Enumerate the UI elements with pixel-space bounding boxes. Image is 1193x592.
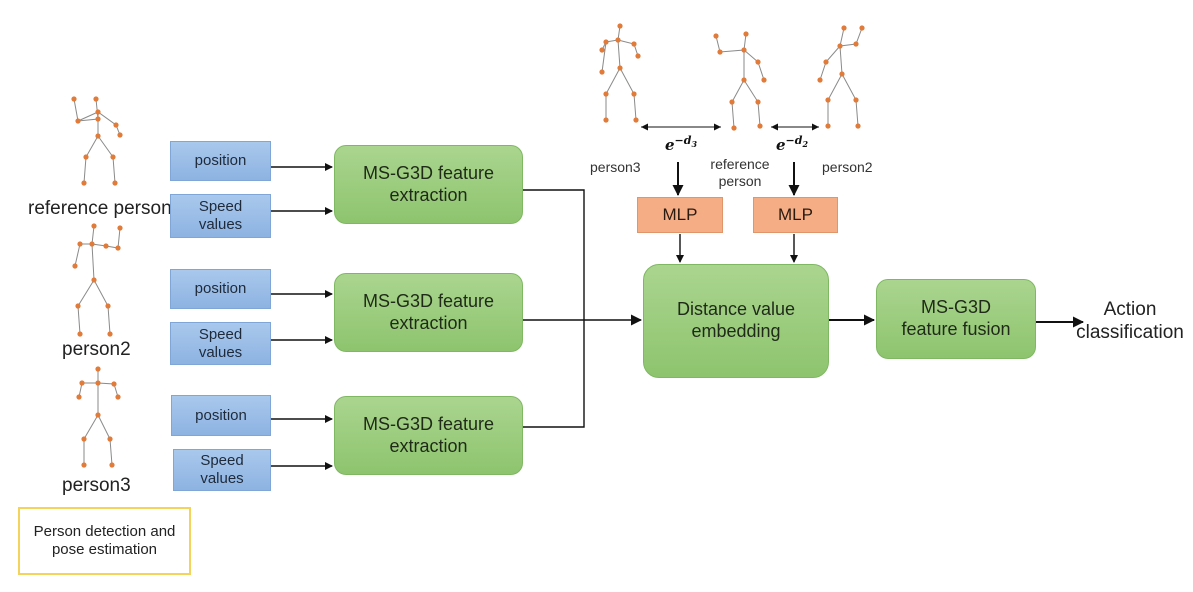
input-position-person3: position bbox=[171, 395, 271, 436]
input-speed-person2: Speed values bbox=[170, 322, 271, 365]
skeleton-icon-person2 bbox=[72, 223, 123, 337]
formula-distance-d3: e−d3 bbox=[665, 134, 698, 154]
input-speed-reference: Speed values bbox=[170, 194, 271, 238]
label-top-reference-person: reference person bbox=[710, 156, 770, 189]
formula-distance-d2: e−d2 bbox=[776, 134, 809, 154]
feature-fusion: MS-G3D feature fusion bbox=[876, 279, 1036, 359]
label-top-person3: person3 bbox=[590, 159, 641, 175]
label-person2: person2 bbox=[62, 339, 131, 360]
mlp-box-person3: MLP bbox=[637, 197, 723, 233]
input-speed-person3: Speed values bbox=[173, 449, 271, 491]
output-action-classification: Action classification bbox=[1076, 299, 1184, 343]
input-position-reference: position bbox=[170, 141, 271, 181]
distance-value-embedding: Distance value embedding bbox=[643, 264, 829, 378]
legend-person-detection: Person detection and pose estimation bbox=[18, 507, 191, 575]
skeleton-icon-top-person3 bbox=[599, 23, 641, 123]
skeleton-icon-reference-person bbox=[71, 96, 123, 186]
skeleton-icon-top-person2 bbox=[817, 25, 865, 129]
skeleton-icon-top-reference bbox=[713, 31, 767, 131]
feature-extraction-person2: MS-G3D feature extraction bbox=[334, 273, 523, 352]
feature-extraction-reference: MS-G3D feature extraction bbox=[334, 145, 523, 224]
feature-extraction-person3: MS-G3D feature extraction bbox=[334, 396, 523, 475]
input-position-person2: position bbox=[170, 269, 271, 309]
connector-extraction-3 bbox=[523, 320, 585, 428]
connector-extraction-1 bbox=[523, 189, 585, 320]
label-person3: person3 bbox=[62, 475, 131, 496]
mlp-box-person2: MLP bbox=[753, 197, 838, 233]
skeleton-icon-person3 bbox=[76, 366, 121, 468]
label-top-person2: person2 bbox=[822, 159, 873, 175]
label-reference-person: reference person bbox=[28, 198, 172, 219]
